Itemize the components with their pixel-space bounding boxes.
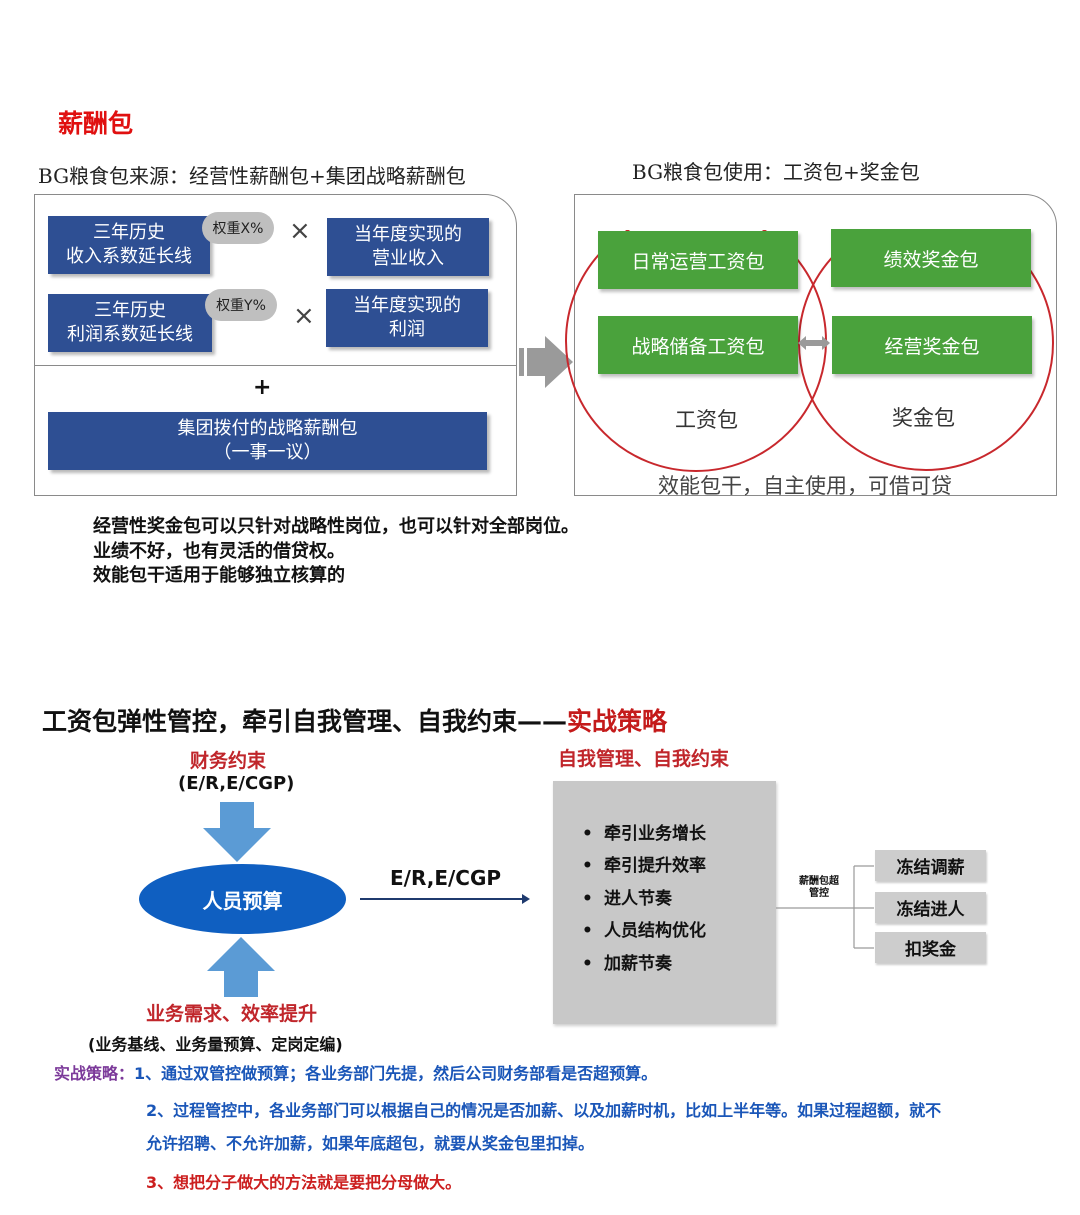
- strategy-prefix: 实战策略：: [54, 1064, 135, 1083]
- deduct-bonus-box: 扣奖金: [875, 932, 986, 963]
- down-arrow-icon: [203, 802, 271, 862]
- strategy-2-line-a: 2、过程管控中，各业务部门可以根据自己的情况是否加薪、以及加薪时机，比如上半年等…: [146, 1101, 942, 1120]
- plus-sign: +: [253, 375, 272, 400]
- business-bonus-box: 经营奖金包: [832, 316, 1032, 374]
- control-tree-lines: [776, 865, 874, 949]
- current-profit-box: 当年度实现的 利润: [326, 289, 488, 347]
- current-revenue-box: 当年度实现的 营业收入: [327, 218, 489, 276]
- note-line-1: 经营性奖金包可以只针对战略性岗位，也可以针对全部岗位。: [93, 516, 579, 537]
- weight-x-tag: 权重X%: [202, 212, 274, 244]
- section-title-elastic: 工资包弹性管控，牵引自我管理、自我约束——实战策略: [42, 702, 667, 738]
- strategy-1-text: 1、通过双管控做预算；各业务部门先提，然后公司财务部看是否超预算。: [134, 1064, 658, 1083]
- bullet-text: 牵引业务增长: [604, 824, 706, 844]
- business-demand-label: 业务需求、效率提升: [146, 1003, 318, 1025]
- freeze-hiring-box: 冻结进人: [875, 892, 986, 923]
- bullet-item: • 人员结构优化: [582, 916, 706, 941]
- strategy-2-line-b: 允许招聘、不允许加薪，如果年底超包，就要从奖金包里扣掉。: [146, 1134, 595, 1153]
- note-line-3: 效能包干适用于能够独立核算的: [93, 565, 345, 586]
- up-arrow-icon: [207, 937, 275, 997]
- bullet-dot: •: [582, 921, 593, 941]
- freeze-raise-box: 冻结调薪: [875, 850, 986, 881]
- strategy-bullets-panel: [553, 781, 776, 1024]
- bullet-item: • 加薪节奏: [582, 949, 672, 974]
- double-arrow-icon: [798, 336, 830, 350]
- ratio-arrow-label: E/R,E/CGP: [390, 866, 502, 890]
- self-management-label: 自我管理、自我约束: [558, 748, 730, 770]
- bonus-circle-label: 奖金包: [892, 406, 955, 430]
- strategic-wage-package-box: 战略储备工资包: [598, 316, 798, 374]
- use-panel-title: BG粮食包使用：工资包+奖金包: [632, 160, 920, 184]
- strategy-3-line: 3、想把分子做大的方法就是要把分母做大。: [146, 1173, 462, 1192]
- daily-wage-package-box: 日常运营工资包: [598, 231, 798, 289]
- personnel-budget-ellipse: 人员预算: [139, 864, 346, 934]
- strategy-line-1: 实战策略：1、通过双管控做预算；各业务部门先提，然后公司财务部看是否超预算。: [54, 1063, 657, 1085]
- note-line-2: 业绩不好，也有灵活的借贷权。: [93, 541, 345, 562]
- bullet-text: 进人节奏: [604, 889, 672, 909]
- section-title-main: 工资包弹性管控，牵引自我管理、自我约束——: [42, 707, 568, 736]
- bullet-text: 加薪节奏: [604, 954, 672, 974]
- group-strategic-package-box: 集团拨付的战略薪酬包 （一事一议）: [48, 412, 487, 470]
- finance-ratio-label: (E/R,E/CGP): [178, 773, 295, 794]
- business-demand-sub: (业务基线、业务量预算、定岗定编): [88, 1035, 343, 1054]
- revenue-history-box: 三年历史 收入系数延长线: [48, 216, 210, 274]
- efficiency-note: 效能包干，自主使用，可借可贷: [658, 474, 952, 498]
- bullet-item: • 牵引业务增长: [582, 819, 706, 844]
- bullet-dot: •: [582, 824, 593, 844]
- bullet-item: • 牵引提升效率: [582, 851, 706, 876]
- bullet-dot: •: [582, 954, 593, 974]
- bullet-dot: •: [582, 856, 593, 876]
- multiply-sign-2: ×: [293, 301, 315, 331]
- wage-circle-label: 工资包: [675, 408, 738, 432]
- performance-bonus-box: 绩效奖金包: [831, 229, 1031, 287]
- weight-y-tag: 权重Y%: [205, 289, 277, 321]
- finance-constraint-label: 财务约束: [190, 750, 267, 772]
- bullet-text: 牵引提升效率: [604, 856, 706, 876]
- bullet-text: 人员结构优化: [604, 921, 706, 941]
- source-panel-divider: [35, 365, 516, 366]
- right-thin-arrow-icon: [360, 894, 530, 904]
- bullet-item: • 进人节奏: [582, 884, 672, 909]
- bullet-dot: •: [582, 889, 593, 909]
- over-control-label: 薪酬包超 管控: [799, 876, 839, 899]
- source-panel-title: BG粮食包来源：经营性薪酬包+集团战略薪酬包: [38, 164, 466, 188]
- multiply-sign-1: ×: [289, 216, 311, 246]
- right-arrow-icon: [519, 336, 573, 388]
- section-title-red: 实战策略: [567, 707, 668, 736]
- profit-history-box: 三年历史 利润系数延长线: [48, 294, 212, 352]
- section-title-salary: 薪酬包: [58, 109, 134, 138]
